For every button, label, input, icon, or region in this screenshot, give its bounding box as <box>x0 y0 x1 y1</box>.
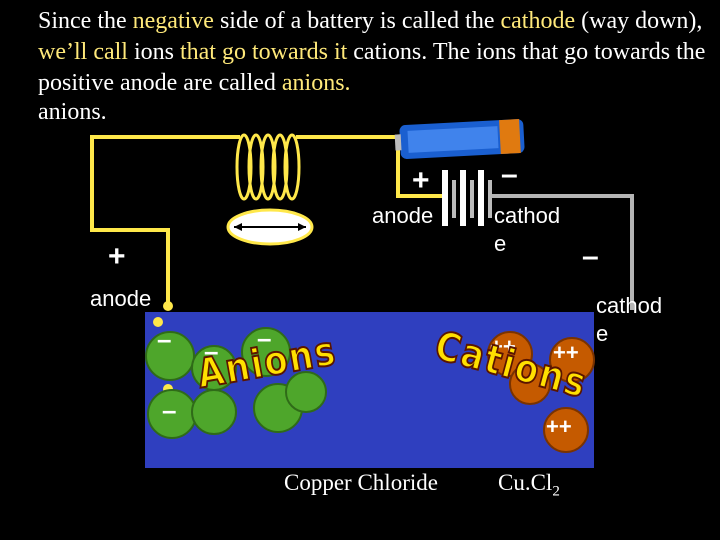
cation-particles <box>487 331 595 453</box>
text-span: ions that go towards the positive anode … <box>38 39 706 96</box>
caption-copper-chloride: Copper Chloride <box>284 470 438 495</box>
cathode-label: cathod <box>596 293 663 318</box>
coil-icon <box>235 133 301 201</box>
anion-charge: – <box>162 395 177 425</box>
anion-charge: – <box>157 324 172 354</box>
anion-charge: – <box>204 336 219 366</box>
plus-sign: + <box>412 164 430 197</box>
battery-plates-icon <box>442 170 492 226</box>
text-span: anions. <box>281 70 351 96</box>
anode-wire <box>90 135 240 310</box>
text-span: ions <box>133 39 174 65</box>
text-span: side of a battery is called the <box>219 8 495 34</box>
text-span: negative <box>132 8 214 34</box>
aa-battery-icon <box>394 119 525 159</box>
anode-wire-right <box>296 135 446 198</box>
text-span: (way down), <box>581 8 703 34</box>
plus-sign: + <box>108 240 126 273</box>
cathode-label-end: e <box>596 321 609 346</box>
formula-main: Cu.Cl <box>498 470 553 495</box>
formula-subscript: 2 <box>552 483 560 500</box>
caption-formula: Cu.Cl2 <box>498 470 560 501</box>
text-span: that go towards it <box>179 39 348 65</box>
cation-charge: ++ <box>546 414 572 439</box>
minus-sign: – <box>501 158 518 191</box>
text-span: cathode <box>500 8 576 34</box>
text-span: we’ll call <box>38 39 128 65</box>
text-span: cations. The <box>353 39 471 65</box>
cation-charge: ++ <box>553 340 579 365</box>
intro-paragraph: Since the negative side of a battery is … <box>38 6 708 99</box>
anion-particles <box>145 327 327 439</box>
anode-label: anode <box>90 286 152 311</box>
cation-charge: ++ <box>490 334 516 359</box>
cathode-wire <box>492 194 634 310</box>
cathode-label: cathod <box>494 203 561 228</box>
text-span: Since the <box>38 8 127 34</box>
anion-charge: – <box>257 323 272 353</box>
cathode-label-end: e <box>494 231 507 256</box>
minus-sign: – <box>582 240 599 273</box>
anode-label: anode <box>372 203 434 228</box>
anions-line: anions. <box>38 99 107 125</box>
